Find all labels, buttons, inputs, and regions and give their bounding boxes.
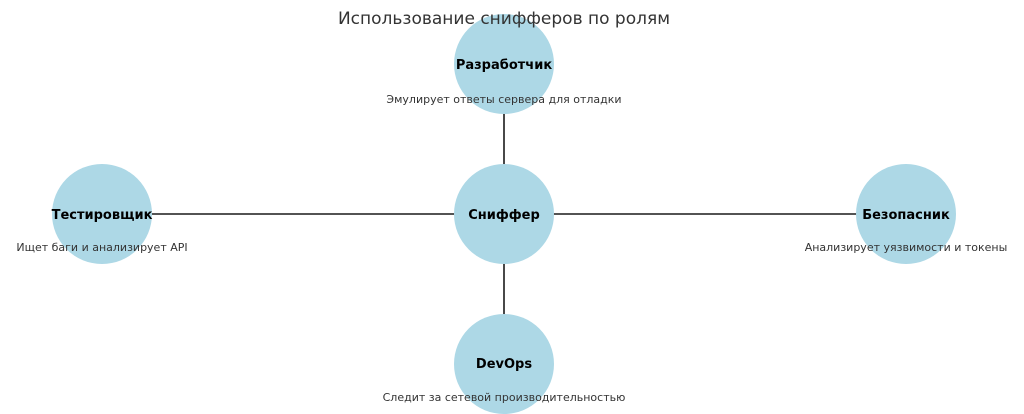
node-label-left: Тестировщик bbox=[52, 208, 153, 223]
diagram-title: Использование снифферов по ролям bbox=[338, 9, 670, 29]
node-label-right: Безопасник bbox=[862, 208, 950, 223]
node-circle-bottom bbox=[454, 314, 554, 414]
node-desc-right: Анализирует уязвимости и токены bbox=[805, 241, 1008, 254]
node-label-center: Сниффер bbox=[468, 208, 540, 223]
node-circle-left bbox=[52, 164, 152, 264]
node-circle-right bbox=[856, 164, 956, 264]
node-desc-top: Эмулирует ответы сервера для отладки bbox=[386, 93, 621, 106]
node-label-bottom: DevOps bbox=[476, 357, 532, 372]
node-label-top: Разработчик bbox=[456, 58, 553, 73]
node-circle-center bbox=[454, 164, 554, 264]
node-desc-left: Ищет баги и анализирует API bbox=[16, 241, 187, 254]
node-circle-top bbox=[454, 14, 554, 114]
node-desc-bottom: Следит за сетевой производительностью bbox=[383, 391, 626, 404]
